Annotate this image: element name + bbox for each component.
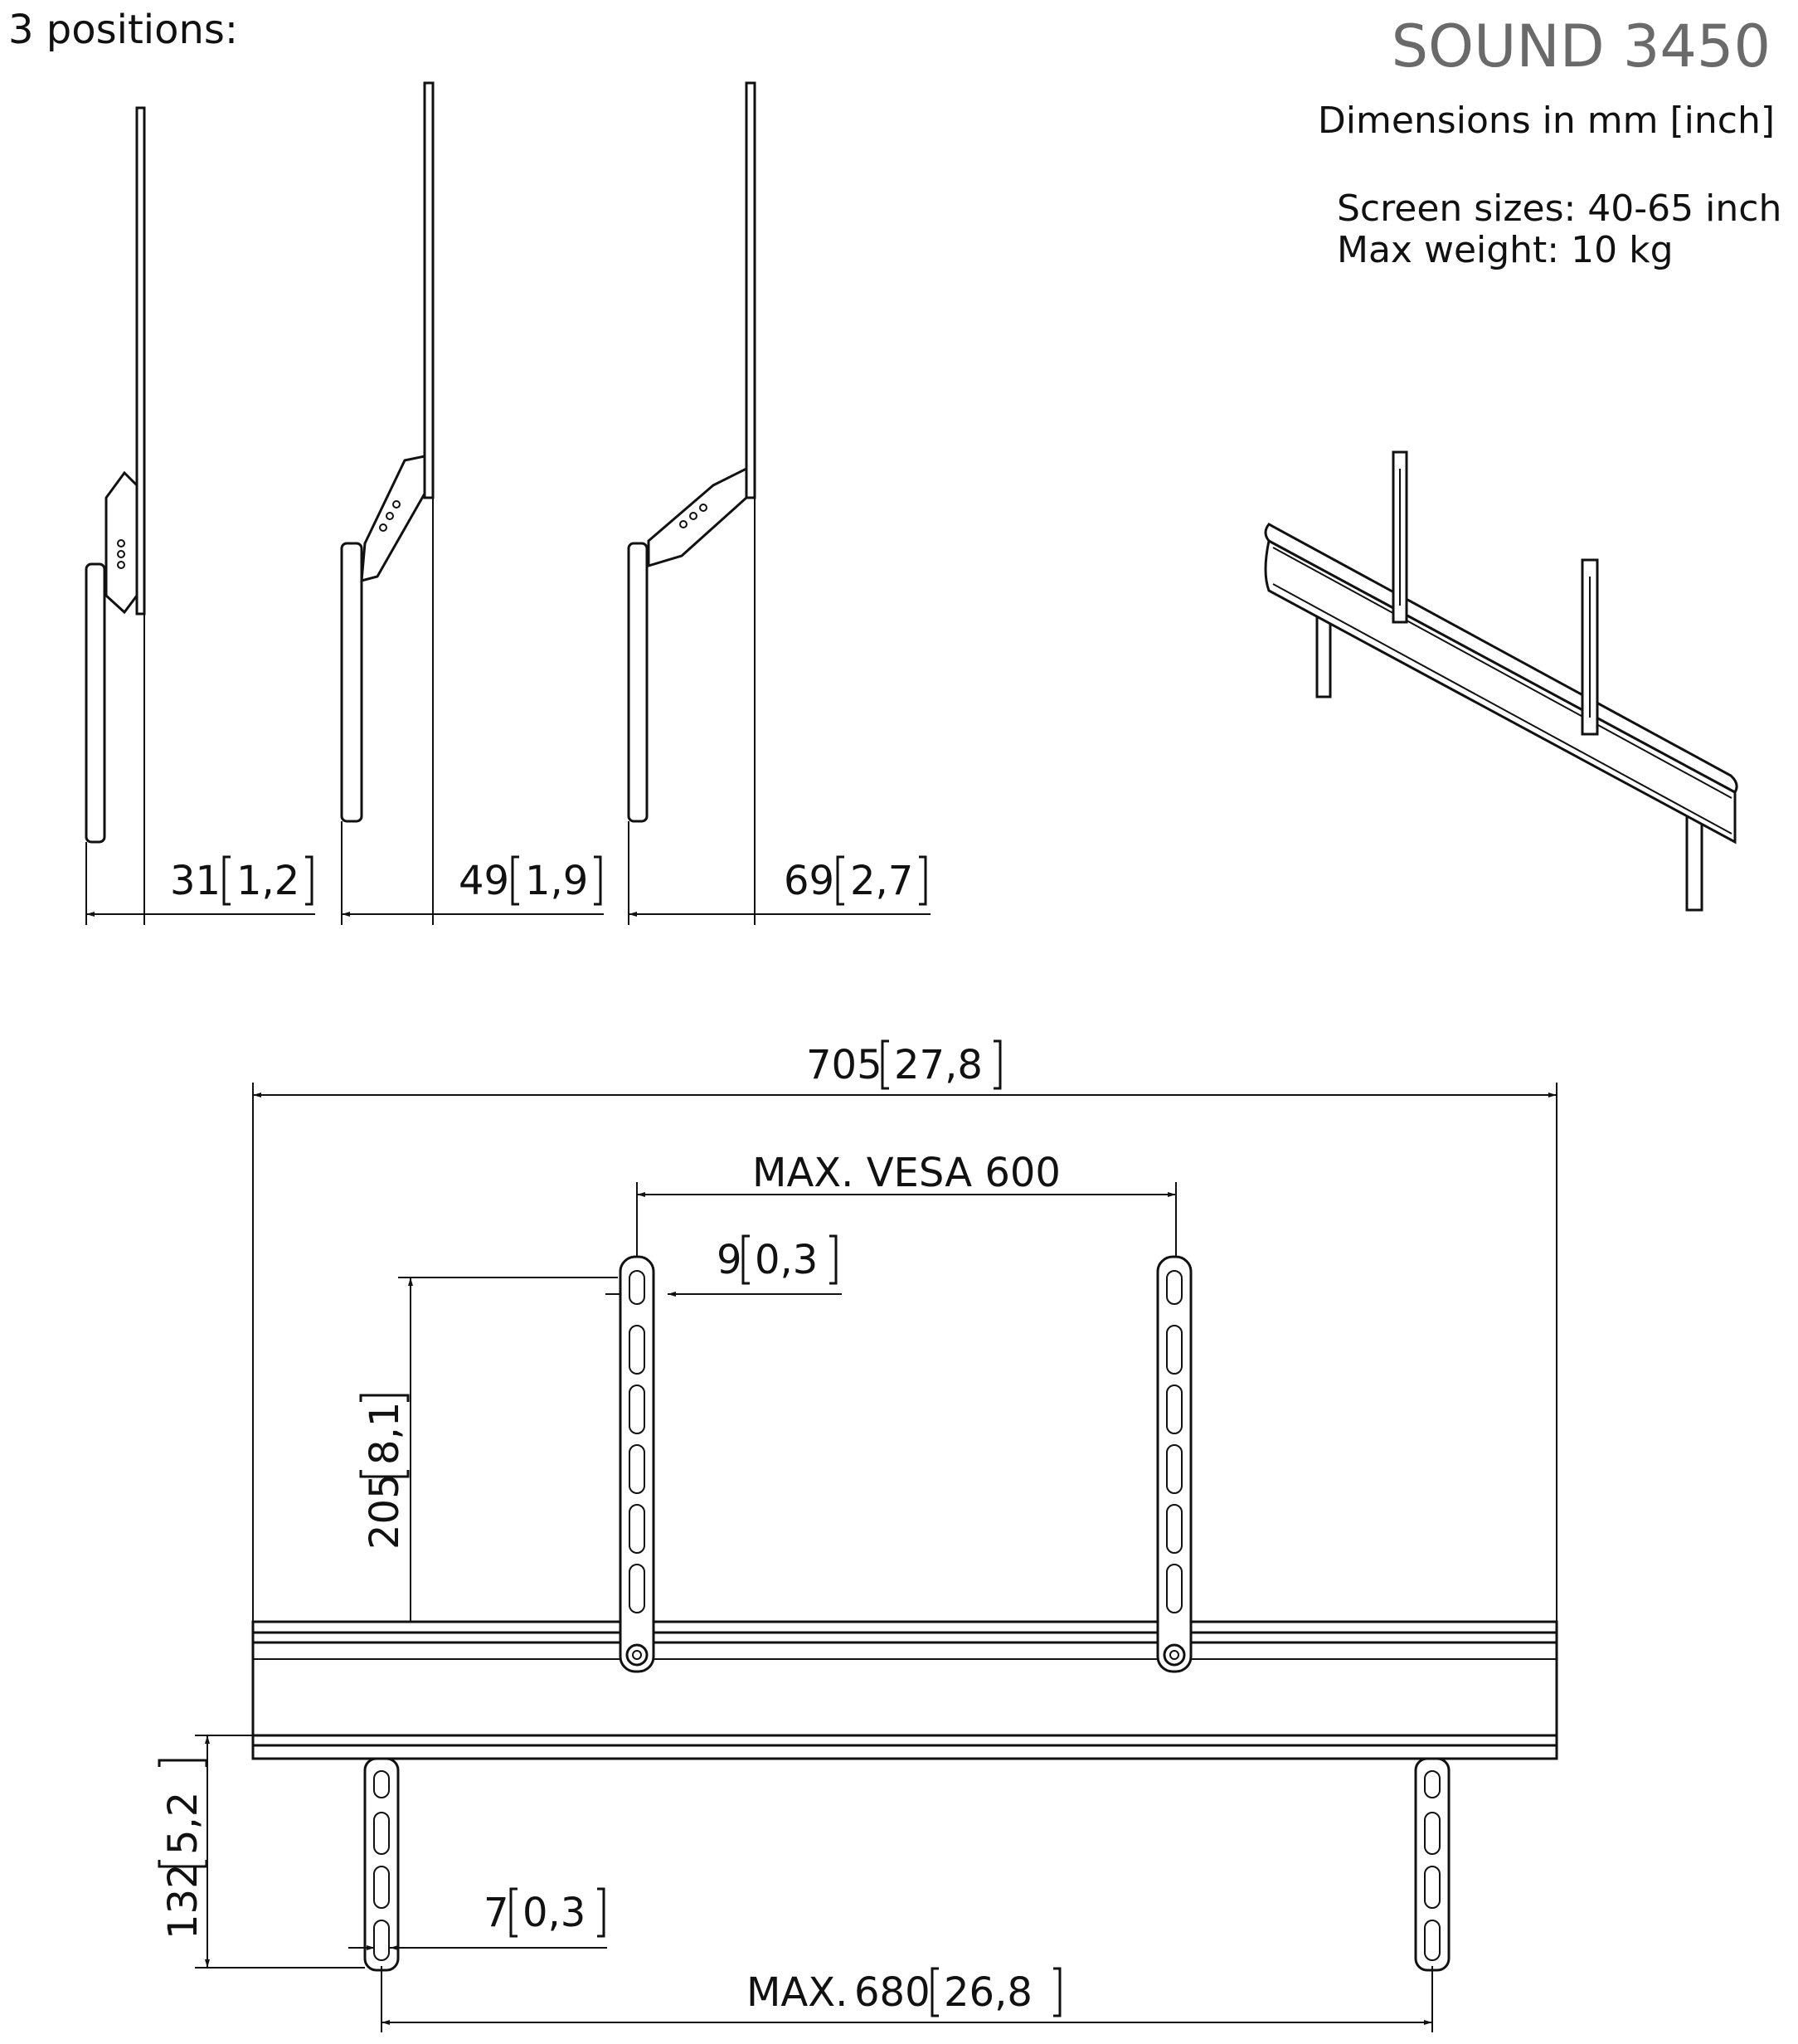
units-note: Dimensions in mm [inch] (1318, 100, 1775, 142)
product-name: SOUND 3450 (1392, 12, 1771, 80)
upper-vesa-strip-left (619, 1255, 655, 1673)
upper-height-mm: 205 (362, 1473, 408, 1550)
side-view-position-2: 49 1,9 (340, 81, 604, 925)
lower-height-mm: 132 (160, 1863, 207, 1939)
upper-vesa-strip-right (1156, 1255, 1193, 1673)
vesa-strip (423, 81, 435, 499)
side-1-inch: 1,2 (236, 858, 299, 904)
side-2-mm: 49 (459, 858, 509, 904)
lower-slot-width-inch: 0,3 (522, 1890, 586, 1936)
screen-sizes: Screen sizes: 40-65 inch (1337, 187, 1781, 230)
side-3-mm: 69 (784, 858, 834, 904)
vesa-strip (135, 106, 146, 616)
lower-span-mm: 680 (854, 1969, 931, 2016)
lower-span-prefix: MAX. (746, 1969, 848, 2016)
vesa-label: MAX. VESA 600 (752, 1150, 1061, 1196)
lower-strip-right (1414, 1757, 1451, 1972)
lower-height-inch: 5,2 (160, 1792, 207, 1855)
wall-plate (340, 542, 363, 823)
iso-rail-face (1264, 538, 1737, 844)
lower-slot-width-mm: 7 (484, 1890, 509, 1936)
isometric-view (1264, 450, 1738, 912)
upper-height-inch: 8,1 (362, 1402, 408, 1465)
front-view: 705 27,8 MAX. VESA 600 9 0,3 205 8,1 (158, 1039, 1558, 2032)
side-view-position-1: 31 1,2 (85, 106, 315, 925)
max-weight: Max weight: 10 kg (1337, 229, 1674, 271)
bracket-arm (104, 470, 138, 615)
lower-span-inch: 26,8 (944, 1969, 1033, 2016)
overall-width-inch: 27,8 (894, 1042, 983, 1088)
upper-slot-width-inch: 0,3 (755, 1237, 818, 1283)
wall-plate (85, 562, 106, 844)
positions-label: 3 positions: (8, 7, 238, 53)
lower-strip-left (363, 1757, 400, 1972)
overall-width-mm: 705 (806, 1042, 882, 1088)
side-2-inch: 1,9 (525, 858, 588, 904)
upper-slot-width-mm: 9 (717, 1237, 742, 1283)
vesa-strip (745, 81, 756, 499)
iso-rail-top (1264, 523, 1738, 795)
side-1-mm: 31 (170, 858, 221, 904)
side-view-position-3: 69 2,7 (627, 81, 931, 925)
side-3-inch: 2,7 (850, 858, 913, 904)
bracket-arm (647, 466, 748, 568)
wall-plate (627, 542, 649, 823)
